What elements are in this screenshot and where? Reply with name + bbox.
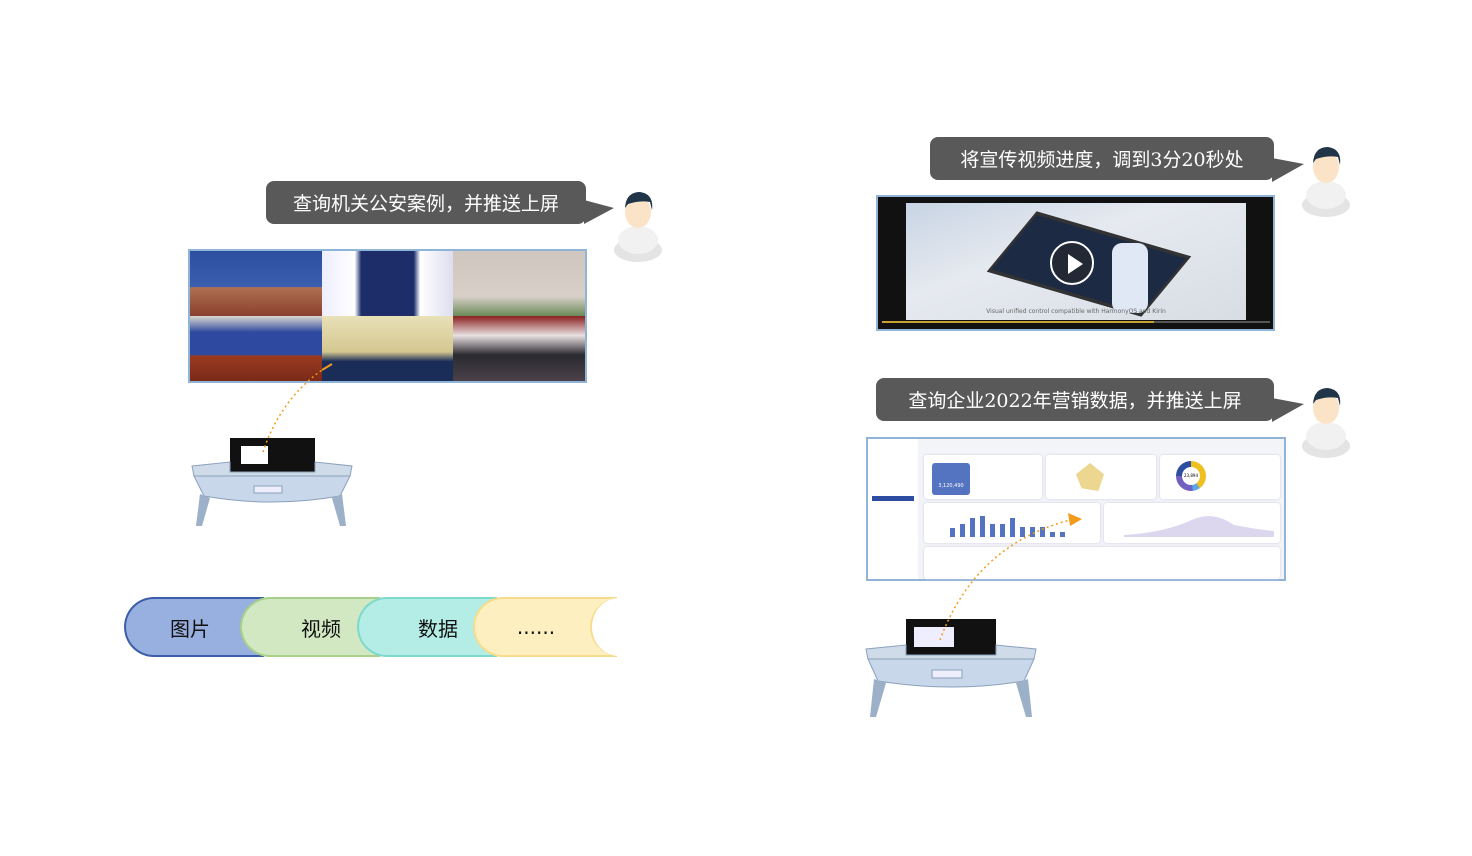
bubble-tail	[1272, 158, 1304, 182]
console-desk-icon	[191, 438, 353, 526]
donut-total: 23,894	[1182, 467, 1200, 485]
arrow-head	[321, 363, 333, 371]
progress-bar[interactable]	[882, 321, 1270, 323]
push-arrow-right	[939, 519, 1071, 641]
user-avatar-icon	[1302, 147, 1350, 217]
voice-command-bubble: 查询机关公安案例，并推送上屏	[266, 181, 586, 224]
pill-label: 视频	[301, 616, 341, 641]
person-figure	[1112, 243, 1148, 313]
photo-meeting-room	[190, 251, 322, 316]
photo-meeting	[453, 316, 585, 381]
command-text: 将宣传视频进度，调到3分20秒处	[960, 149, 1244, 171]
photo-control-room	[321, 251, 454, 316]
command-text: 查询机关公安案例，并推送上屏	[292, 193, 559, 215]
pill-end-cap	[590, 598, 652, 656]
voice-command-bubble: 查询企业2022年营销数据，并推送上屏	[876, 378, 1274, 421]
arrow-head	[1068, 513, 1082, 526]
video-player[interactable]: Visual unified control compatible with H…	[876, 195, 1275, 331]
command-text: 查询企业2022年营销数据，并推送上屏	[908, 390, 1242, 412]
pill-label: 图片	[170, 616, 210, 641]
pill-label: 数据	[418, 616, 458, 641]
user-avatar-icon	[614, 192, 662, 262]
radar-chart-panel	[1046, 455, 1156, 499]
push-arrow-left	[262, 369, 323, 453]
play-icon	[1068, 254, 1083, 274]
photo-building	[453, 251, 585, 316]
pill-label: ......	[516, 615, 556, 639]
bubble-tail	[584, 200, 614, 224]
bubble-tail	[1272, 398, 1304, 422]
voice-command-bubble: 将宣传视频进度，调到3分20秒处	[930, 137, 1274, 180]
photo-command-hall	[321, 316, 454, 381]
play-button[interactable]	[1050, 241, 1094, 285]
video-caption: Visual unified control compatible with H…	[986, 308, 1166, 315]
photo-conference	[190, 316, 322, 381]
data-table-panel	[924, 547, 1280, 579]
kpi-value: 3,120,490	[932, 463, 970, 495]
donut-chart-panel: 23,894	[1160, 455, 1280, 499]
kpi-panel: 3,120,490	[924, 455, 1042, 499]
dashboard-sidebar	[868, 439, 918, 579]
user-avatar-icon	[1302, 388, 1350, 458]
content-type-video: 视频	[240, 597, 380, 657]
sales-dashboard: 3,120,490 23,894	[866, 437, 1286, 581]
console-desk-icon	[865, 619, 1037, 717]
police-case-photo-wall	[188, 249, 587, 383]
area-chart-panel	[1104, 503, 1280, 543]
